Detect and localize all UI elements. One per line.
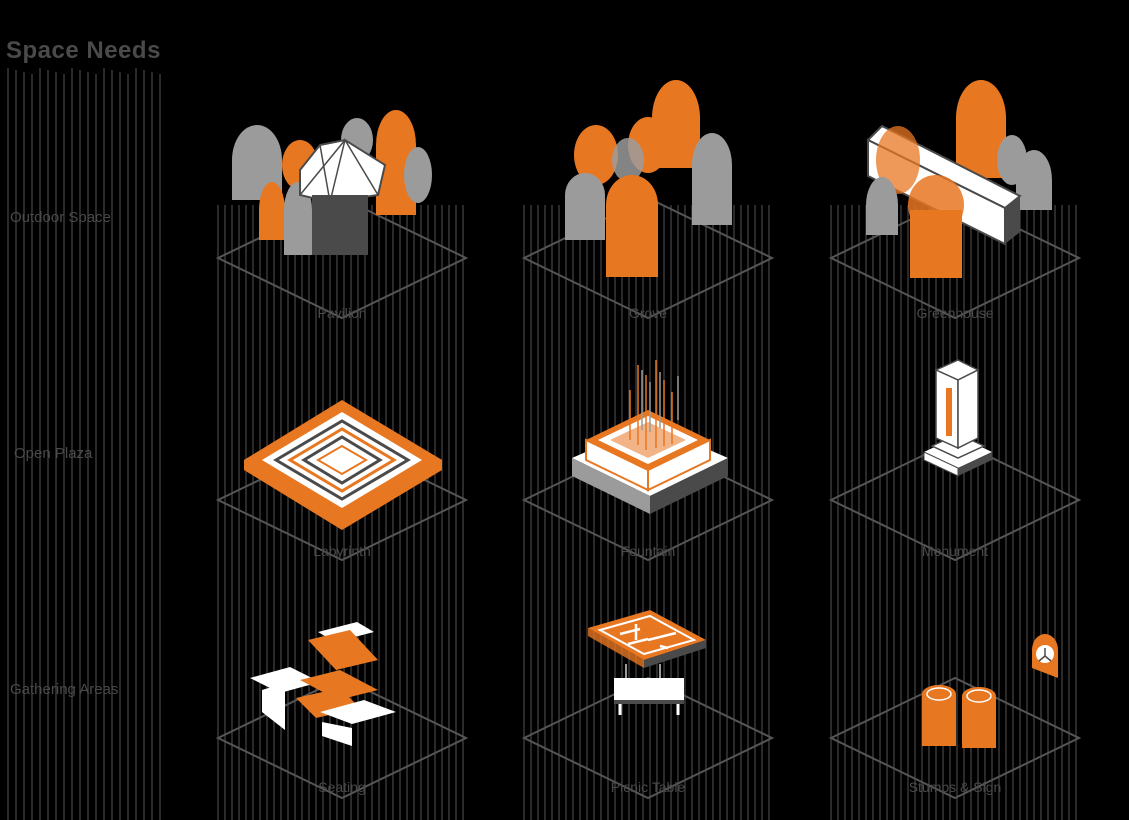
grove-scene: Grove bbox=[565, 80, 732, 321]
bleacher-seating-icon bbox=[250, 622, 396, 746]
row-label-outdoor: Outdoor Space bbox=[10, 209, 111, 226]
stumps-caption: Stumps & Sign bbox=[909, 779, 1002, 795]
row-label-gathering: Gathering Areas bbox=[10, 681, 118, 698]
fountain-icon bbox=[572, 360, 728, 514]
diagram-title: Space Needs bbox=[6, 37, 161, 64]
grove-caption: Grove bbox=[629, 305, 667, 321]
picnic-table-caption: Picnic Table bbox=[611, 779, 686, 795]
fountain-caption: Fountain bbox=[621, 543, 675, 559]
labyrinth-caption: Labyrinth bbox=[313, 543, 371, 559]
pavilion-with-trees-icon bbox=[232, 110, 432, 255]
stumps-scene: Stumps & Sign bbox=[909, 634, 1058, 795]
monument-icon bbox=[924, 360, 992, 476]
pavilion-caption: Pavilion bbox=[317, 305, 366, 321]
left-column-rules bbox=[8, 68, 160, 820]
row-label-plaza: Open Plaza bbox=[14, 445, 93, 462]
monument-caption: Monument bbox=[922, 543, 988, 559]
grove-trees-icon bbox=[565, 80, 732, 277]
greenhouse-caption: Greenhouse bbox=[916, 305, 993, 321]
stumps-and-sign-icon bbox=[922, 634, 1058, 748]
seating-caption: Seating bbox=[318, 779, 365, 795]
picnic-table-scene: Picnic Table bbox=[588, 610, 706, 795]
